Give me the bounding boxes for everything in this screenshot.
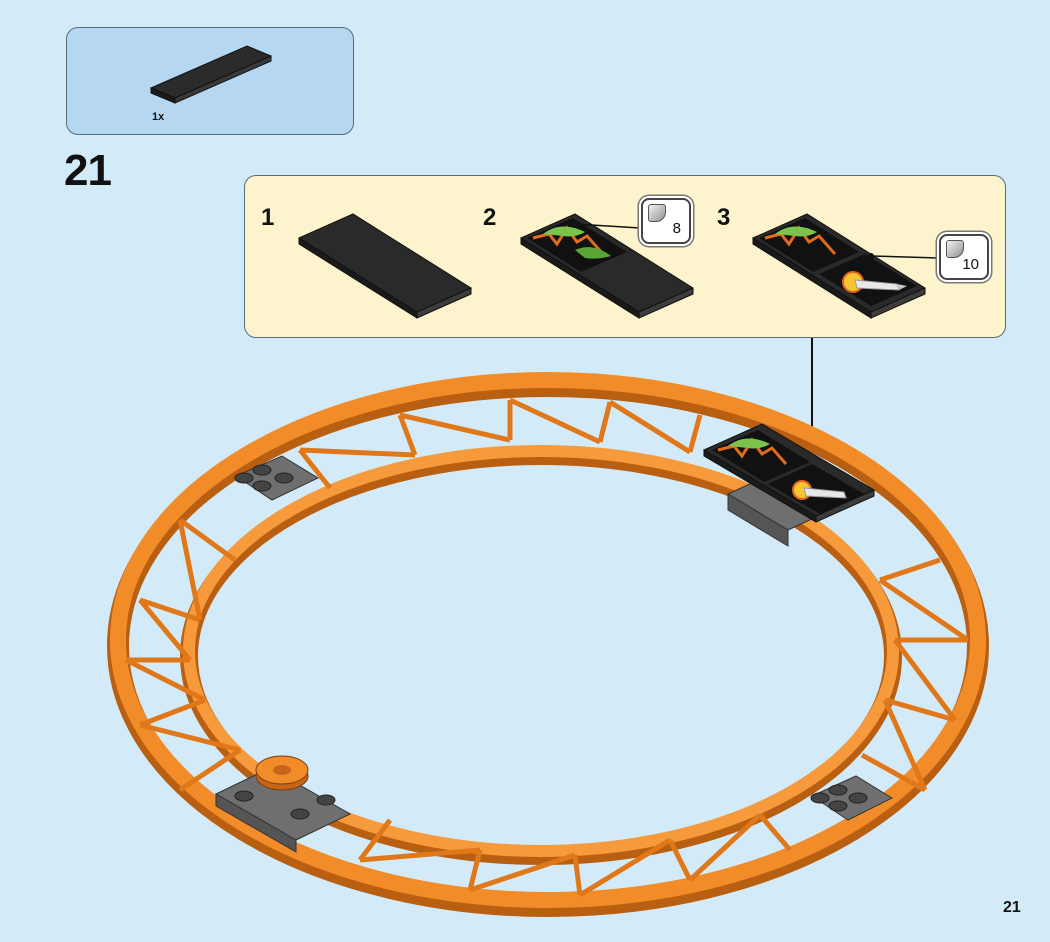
substep-number-2: 2 — [483, 204, 497, 231]
parts-list-box: 1x — [66, 27, 354, 135]
sticker-number: 10 — [962, 256, 979, 273]
support-base-lower-left — [214, 755, 352, 853]
support-base-upper-left — [234, 455, 320, 501]
tile-with-sticker-8-icon — [519, 213, 695, 319]
sticker-reference-10: 10 — [939, 234, 989, 280]
plain-tile-icon — [297, 213, 473, 319]
substep-number-1: 1 — [261, 204, 275, 231]
track-truss — [124, 397, 970, 898]
sticker-curl-icon — [648, 204, 666, 222]
page-number: 21 — [1003, 899, 1021, 916]
tile-with-stickers-8-10-icon — [751, 213, 940, 319]
step-number: 21 — [64, 146, 112, 195]
outer-rail — [110, 372, 986, 908]
sticker-curl-icon — [946, 240, 964, 258]
sticker-number: 8 — [672, 220, 681, 237]
black-tile-part — [149, 45, 273, 104]
part-quantity: 1x — [152, 111, 165, 123]
placed-sticker-tile — [702, 423, 876, 523]
callout-illustration — [297, 213, 940, 319]
sticker-reference-8: 8 — [641, 198, 691, 244]
substep-number-3: 3 — [717, 204, 731, 231]
support-base-lower-right — [810, 775, 894, 821]
sub-assembly-callout: 1 2 3 — [244, 175, 1006, 338]
inner-rail — [183, 445, 899, 857]
